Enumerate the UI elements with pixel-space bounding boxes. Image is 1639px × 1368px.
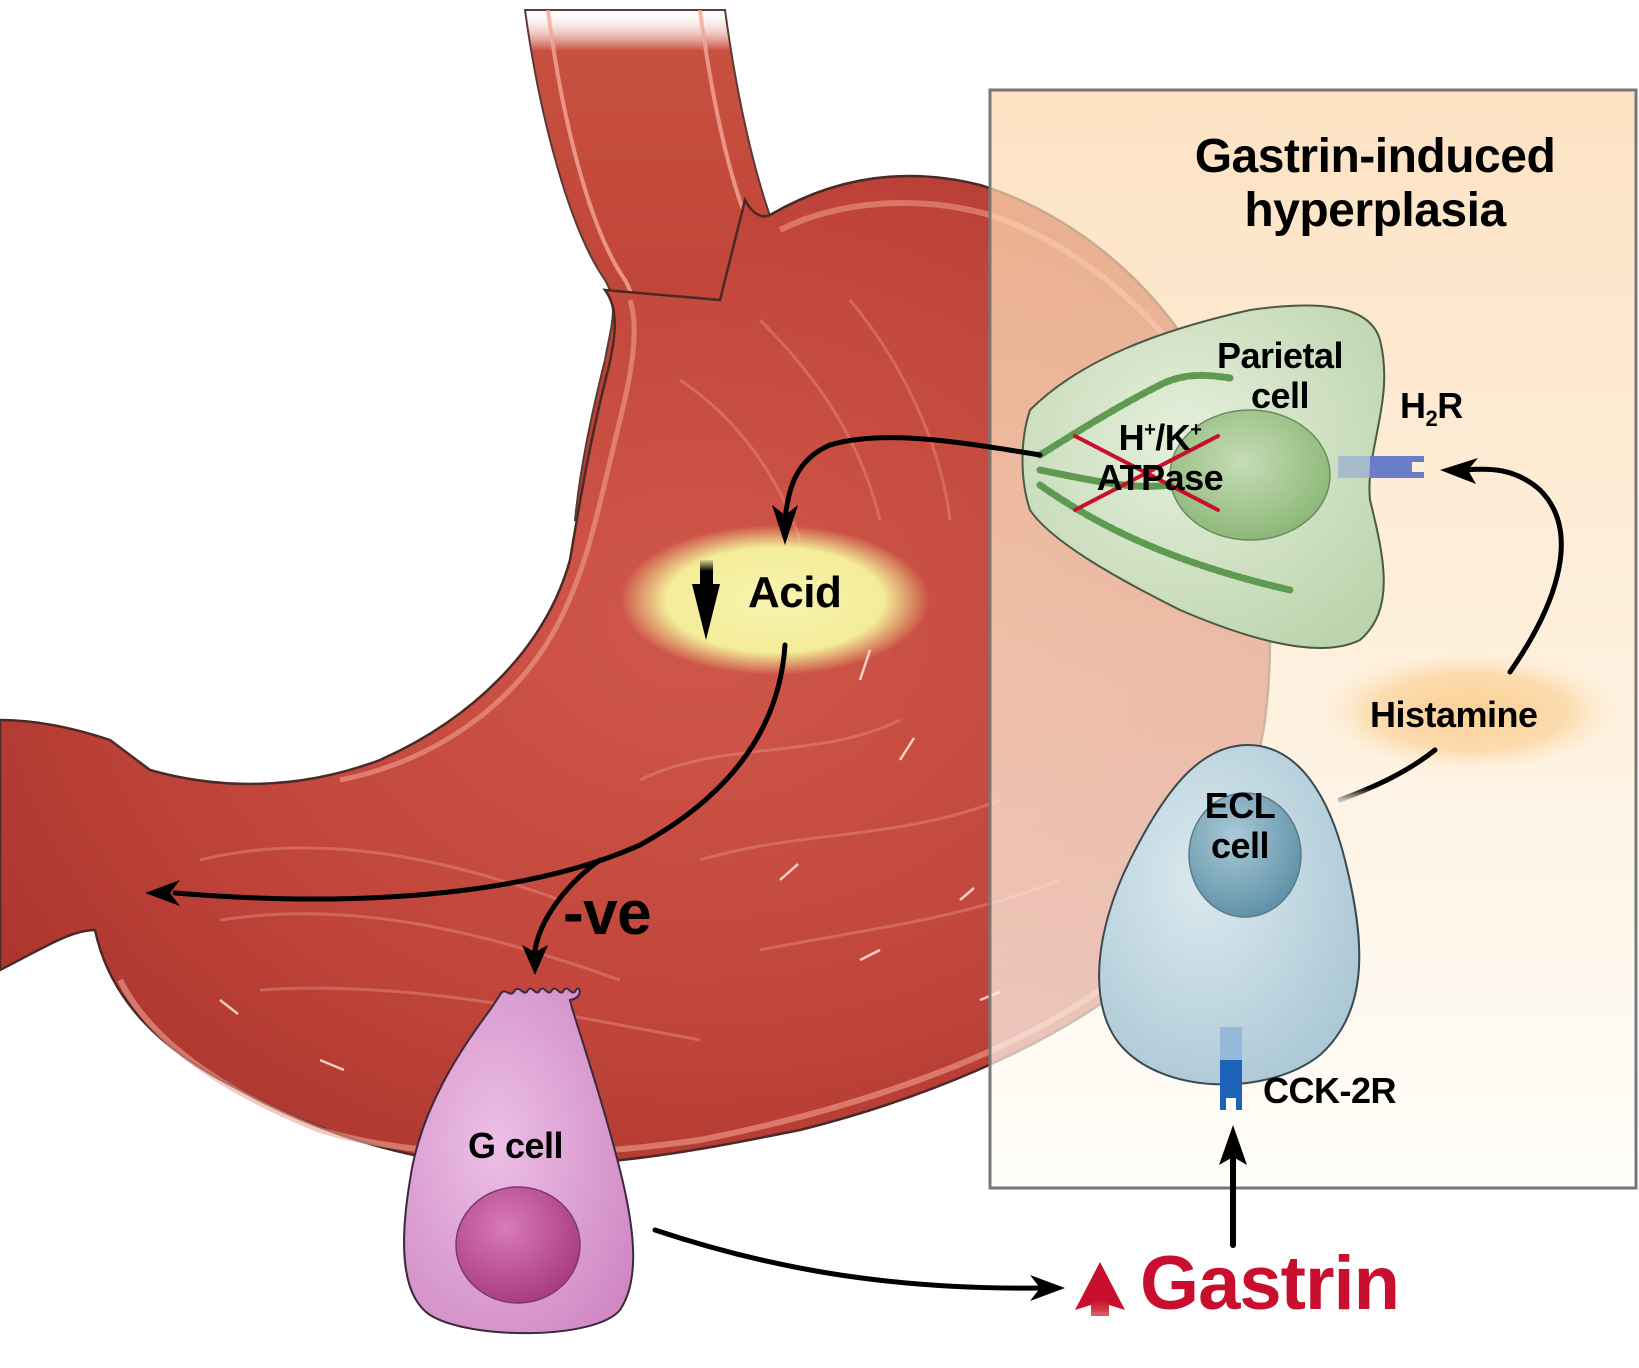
h2r-label-sub: 2 — [1425, 406, 1438, 431]
arrow-acid-to-pylorus-head — [145, 880, 180, 906]
panel-title-line1: Gastrin-induced — [1194, 130, 1556, 183]
h2r-label-suffix: R — [1437, 385, 1463, 426]
arrow-negative-feedback — [532, 857, 603, 953]
cck2r-label: CCK-2R — [1263, 1070, 1397, 1111]
inhibition-cross-icon — [1073, 434, 1220, 512]
arrow-gastrin-to-cck2r-head — [1219, 1125, 1247, 1165]
gastrin-increase-icon — [1075, 1262, 1125, 1316]
h2r-label-prefix: H — [1400, 385, 1426, 426]
canaliculi — [1036, 371, 1294, 594]
stomach — [0, 174, 1272, 1168]
parietal-cell — [1021, 304, 1424, 650]
acid-glow — [620, 525, 930, 675]
parietal-cell-label-line2: cell — [1250, 375, 1310, 416]
g-cell — [403, 987, 635, 1335]
proton-pump-label-line2: ATPase — [1096, 457, 1224, 498]
histamine-label: Histamine — [1370, 694, 1538, 735]
arrow-gcell-to-gastrin — [652, 1227, 1043, 1291]
g-nucleus — [455, 1186, 581, 1304]
parietal-cell-label: Parietal cell — [1190, 336, 1370, 416]
negative-feedback-label: -ve — [563, 879, 652, 948]
parietal-cell-label-line1: Parietal — [1216, 335, 1344, 376]
cck2r-receptor — [1220, 1027, 1242, 1110]
gastrin-label: Gastrin — [1140, 1241, 1400, 1326]
ecl-cell — [1098, 743, 1361, 1110]
arrow-parietal-to-acid-head — [772, 505, 798, 545]
proton-pump-h: H — [1118, 417, 1145, 458]
h2r-receptor — [1338, 456, 1424, 478]
arrow-parietal-to-acid — [782, 435, 1043, 523]
ecl-cell-label: ECL cell — [1185, 786, 1295, 866]
proton-pump-label-line1: H+/K+ — [1070, 410, 1250, 458]
histamine-glow — [1320, 652, 1620, 772]
g-cell-label: G cell — [468, 1125, 564, 1166]
arrow-histamine-to-h2r — [1462, 466, 1564, 675]
arrow-ecl-to-histamine — [1337, 747, 1438, 803]
acid-decrease-icon — [692, 560, 720, 640]
proton-pump-k: /K — [1155, 417, 1191, 458]
ecl-cell-label-line2: cell — [1210, 825, 1270, 866]
ecl-nucleus — [1188, 792, 1302, 918]
ecl-cell-label-line1: ECL — [1204, 785, 1276, 826]
proton-pump-h-charge: + — [1144, 419, 1156, 441]
arrow-histamine-to-h2r-head — [1440, 458, 1478, 484]
panel-title-line2: hyperplasia — [1244, 184, 1506, 237]
acid-label: Acid — [748, 568, 842, 617]
proton-pump-label: H+/K+ ATPase — [1070, 410, 1250, 498]
arrow-negative-feedback-head — [522, 945, 548, 975]
proton-pump-k-charge: + — [1190, 419, 1202, 441]
arrow-acid-to-pylorus — [172, 642, 788, 902]
arrow-gcell-to-gastrin-head — [1030, 1275, 1065, 1301]
panel-title: Gastrin-induced hyperplasia — [1140, 130, 1610, 238]
arrows — [145, 435, 1564, 1301]
h2r-label: H2R — [1400, 385, 1463, 432]
